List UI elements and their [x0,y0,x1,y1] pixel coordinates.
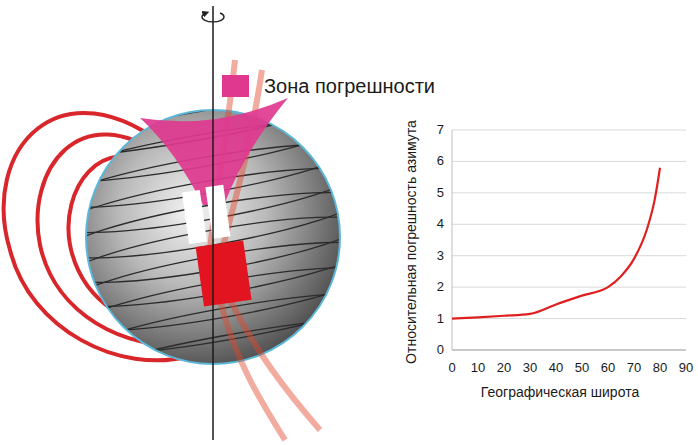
x-tick-label: 90 [679,361,693,376]
x-tick-label: 70 [627,361,641,376]
x-tick-label: 80 [653,361,667,376]
y-axis-title: Относительная погрешность азимута [403,120,419,364]
y-axis [452,130,453,350]
y-tick-label: 0 [437,343,444,358]
error-curve [452,168,660,319]
x-axis-title: Географическая широта [481,384,639,400]
x-tick-label: 60 [601,361,615,376]
magnet [182,183,252,307]
x-tick-label: 20 [497,361,511,376]
y-tick-label: 4 [437,217,444,232]
x-tick-label: 50 [575,361,589,376]
grid [452,130,686,350]
x-axis [452,350,686,351]
rotation-axis [212,6,214,440]
grid-line [452,130,686,131]
y-tick-label: 3 [437,248,444,263]
grid-line [452,192,686,193]
legend-label: Зона погрешности [264,75,435,98]
x-tick-label: 10 [471,361,485,376]
y-tick-label: 1 [437,311,444,326]
y-tick-label: 6 [437,154,444,169]
x-tick-label: 40 [549,361,563,376]
y-tick-label: 5 [437,185,444,200]
grid-line [452,161,686,162]
rotation-arrow [202,13,224,22]
x-tick-label: 0 [448,361,455,376]
grid-line [452,350,686,351]
y-tick-label: 7 [437,123,444,138]
grid-line [452,224,686,225]
y-tick-label: 2 [437,280,444,295]
grid-line [452,287,686,288]
grid-line [452,318,686,319]
legend-swatch [222,75,249,97]
grid-line [452,255,686,256]
x-tick-label: 30 [523,361,537,376]
